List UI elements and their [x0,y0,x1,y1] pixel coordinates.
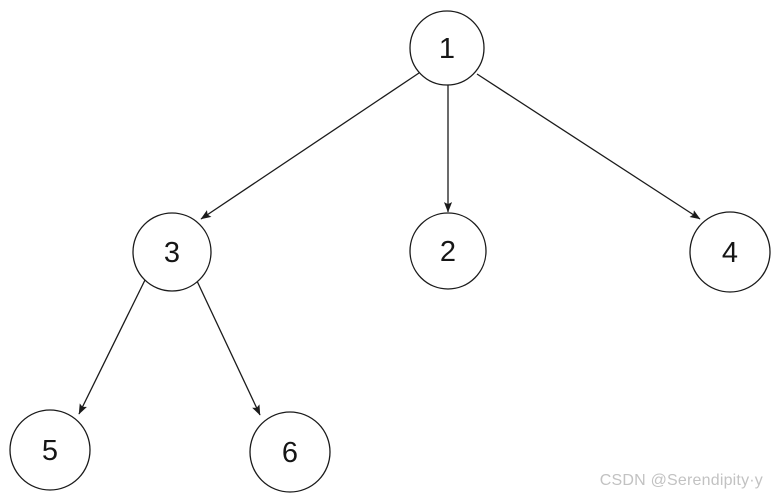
watermark-text: CSDN @Serendipity·y [599,472,763,489]
node-label-1: 1 [439,33,455,65]
node-1[interactable]: 1 [409,10,485,86]
edges-group [78,72,701,416]
node-6[interactable]: 6 [249,411,331,493]
node-circle-1[interactable] [409,10,485,86]
node-label-4: 4 [722,237,738,269]
node-circle-4[interactable] [689,211,771,293]
edge-n1-to-n3 [200,72,420,220]
node-5[interactable]: 5 [9,409,91,491]
node-circle-3[interactable] [132,212,212,292]
node-3[interactable]: 3 [132,212,212,292]
edge-n3-to-n5 [78,279,146,415]
node-circle-5[interactable] [9,409,91,491]
node-4[interactable]: 4 [689,211,771,293]
node-label-5: 5 [42,435,58,467]
node-label-2: 2 [440,236,456,268]
node-circle-6[interactable] [249,411,331,493]
nodes-group: 1 3 2 4 5 6 [9,10,771,493]
node-circle-2[interactable] [409,212,487,290]
edge-n1-to-n4 [476,73,701,220]
node-label-6: 6 [282,437,298,469]
node-label-3: 3 [164,237,180,269]
node-2[interactable]: 2 [409,212,487,290]
edge-n3-to-n6 [196,280,261,416]
